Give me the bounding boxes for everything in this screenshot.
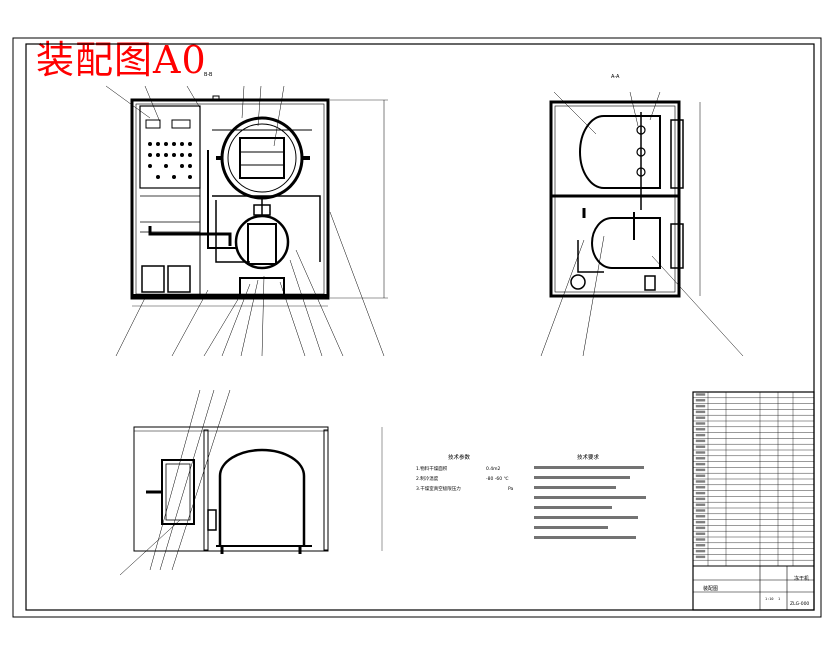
parts-list-text	[695, 393, 706, 396]
top-view	[119, 389, 383, 576]
param-2-label: 2.制冷温度	[416, 475, 439, 482]
parts-list-text	[695, 532, 706, 535]
parts-list-text	[695, 520, 706, 524]
parts-list-text	[695, 457, 706, 460]
parts-list-text	[695, 410, 706, 414]
parts-list-text	[695, 428, 706, 431]
parts-list-text	[695, 474, 706, 477]
param-1-label: 1.物料干燥面积	[416, 465, 448, 472]
params-title: 技术参数	[448, 453, 471, 461]
control-panel	[139, 105, 201, 189]
parts-list-text	[695, 509, 706, 512]
sheet: 1	[778, 597, 780, 601]
requirements-title: 技术要求	[577, 453, 600, 461]
title-block: 装配图 冻干机 ZLG-000 1:10 1	[692, 391, 815, 611]
vacuum-pump-2	[167, 265, 191, 293]
parts-list-text	[695, 433, 706, 437]
condenser-side	[591, 217, 661, 269]
parts-list-text	[695, 462, 706, 466]
parts-list-text	[695, 515, 706, 518]
parts-list-text	[695, 480, 706, 483]
parts-list-text	[695, 555, 706, 559]
param-2-value: -80 -60 ℃	[486, 476, 509, 482]
param-1-value: 0.4m2	[486, 466, 501, 472]
parts-list-text	[695, 538, 706, 541]
outer-frame	[12, 37, 822, 618]
chamber-side	[579, 115, 661, 189]
drawing-name: 装配图	[703, 585, 718, 592]
parts-list-text	[695, 497, 706, 501]
parts-list-text	[695, 544, 706, 547]
parts-list-text	[695, 445, 706, 448]
parts-list-text	[695, 491, 706, 495]
chamber-top	[218, 448, 306, 546]
parts-list-text	[695, 451, 706, 454]
parts-list-text	[695, 439, 706, 443]
assembly-drawing-stamp: 装配图A0	[36, 38, 207, 82]
drawing-number: ZLG-000	[790, 601, 809, 607]
front-view: B-B	[105, 72, 388, 357]
parts-list-text	[695, 422, 706, 425]
product-name: 冻干机	[794, 575, 809, 582]
parts-list-text	[695, 526, 706, 530]
side-view: A-A	[540, 74, 744, 357]
parts-list-text	[695, 503, 706, 506]
parts-list-rows	[693, 393, 814, 561]
parts-list-text	[695, 486, 706, 489]
parts-list-text	[695, 468, 706, 472]
param-3-label: 3.干燥室真空极限压力	[416, 485, 461, 492]
front-section-label: B-B	[204, 72, 213, 78]
vacuum-pump-1	[141, 265, 165, 293]
parts-list-text	[695, 549, 706, 553]
scale: 1:10	[765, 597, 773, 601]
param-3-value: Pa	[508, 486, 514, 492]
parts-list-text	[695, 404, 706, 408]
inner-frame	[25, 43, 815, 611]
parts-list-text	[695, 399, 706, 402]
parts-list-text	[695, 416, 706, 419]
technical-notes: 技术参数 1.物料干燥面积 0.4m2 2.制冷温度 -80 -60 ℃ 3.干…	[416, 453, 646, 539]
side-section-label: A-A	[611, 74, 620, 80]
